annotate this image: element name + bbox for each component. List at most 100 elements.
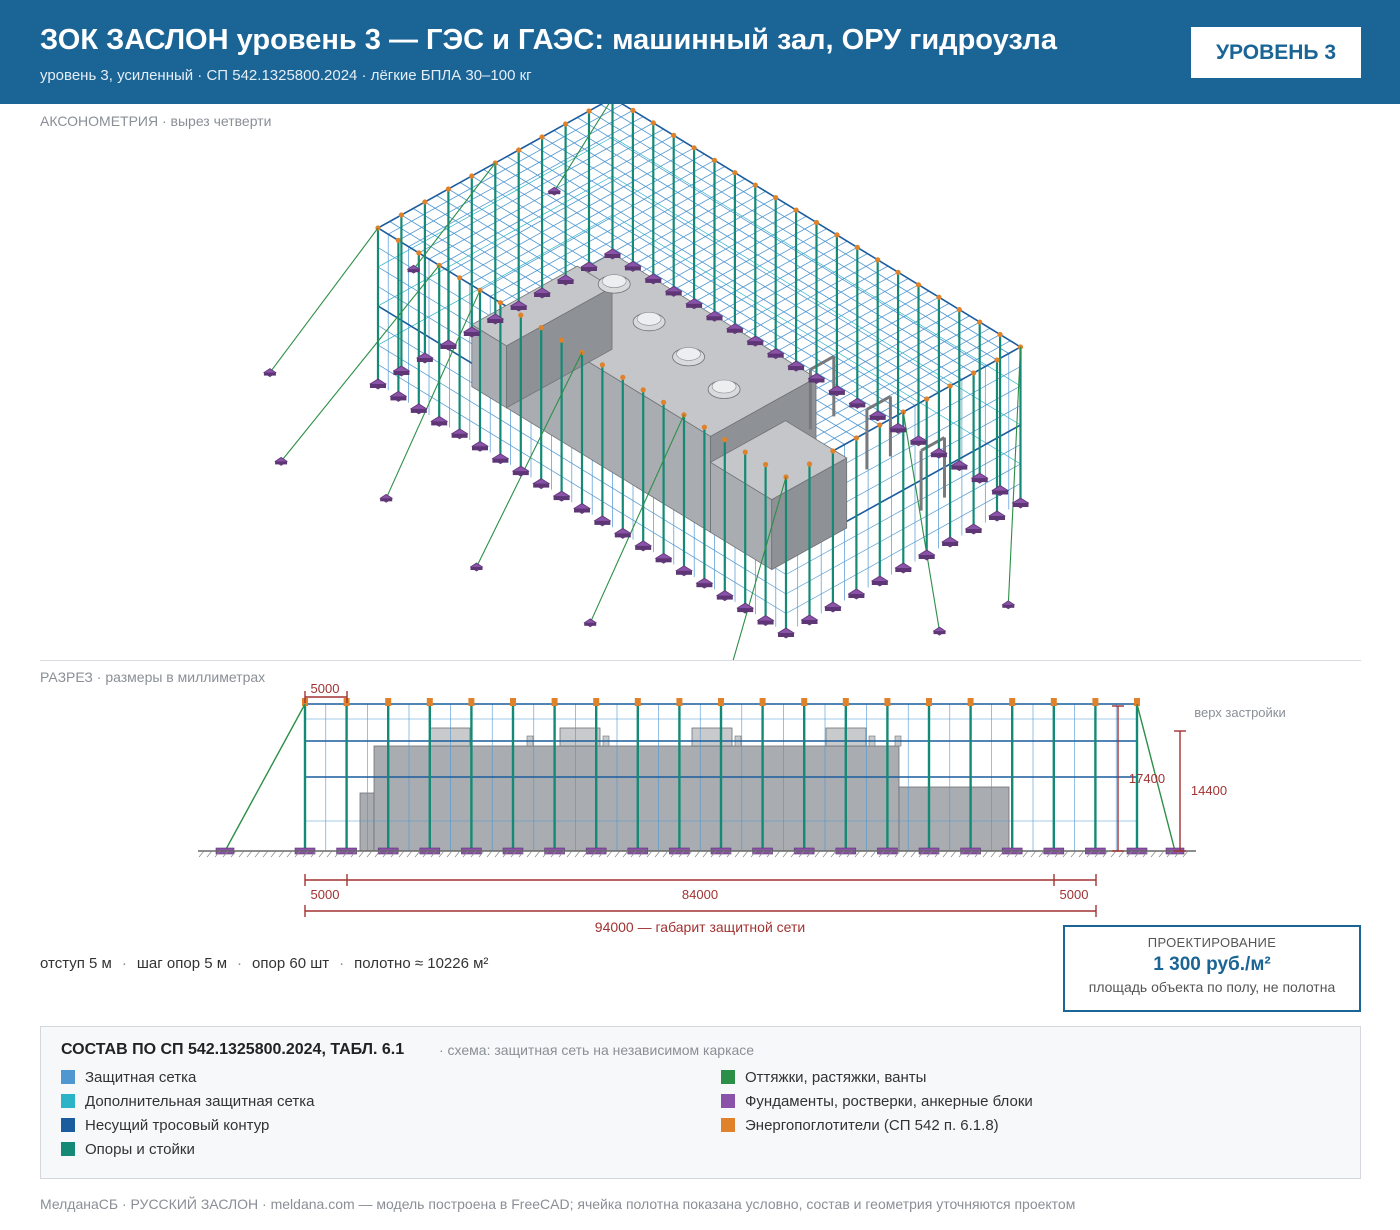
section-absorber (1050, 698, 1057, 706)
foundation-base (665, 291, 682, 296)
foundation-base (778, 633, 794, 637)
guy-wire (269, 227, 379, 373)
section-generator (559, 727, 601, 747)
legend-label: Фундаменты, ростверки, анкерные блоки (745, 1093, 1033, 1110)
energy-absorber (834, 232, 840, 238)
generator-cap (601, 274, 627, 288)
ground-hatch (1070, 850, 1077, 858)
page-title: ЗОК ЗАСЛОН уровень 3 — ГЭС и ГАЭС: машин… (40, 24, 1057, 56)
ground-hatch (638, 850, 645, 858)
energy-absorber (477, 287, 483, 293)
ground-hatch (230, 850, 237, 858)
anchor-base (263, 372, 276, 376)
foundation-base (801, 620, 818, 624)
ground-hatch (238, 850, 245, 858)
legend-item: Несущий тросовый контур (61, 1117, 269, 1135)
ground-hatch (646, 850, 653, 858)
foundation-base (757, 620, 774, 625)
foundation-base (574, 508, 590, 513)
legend-swatch (721, 1070, 735, 1084)
stat-offset: отступ 5 м (40, 955, 112, 972)
ground-hatch (950, 850, 957, 858)
anchor-base (470, 567, 483, 570)
foundation-base (655, 558, 672, 563)
foundation-base (808, 378, 825, 383)
roof-mesh-line (483, 169, 892, 419)
ground-hatch (998, 850, 1005, 858)
ground-hatch (1006, 850, 1013, 858)
ground-hatch (278, 850, 285, 858)
foundation-base (848, 594, 865, 598)
ground-hatch (486, 850, 493, 858)
energy-absorber (661, 399, 667, 405)
legend-swatch (721, 1094, 735, 1108)
ground-hatch (1118, 850, 1125, 858)
ground-hatch (294, 850, 301, 858)
section-absorber (1009, 698, 1016, 706)
roof-mesh-line (553, 130, 963, 380)
foundation-base (510, 306, 527, 310)
foundation-base (512, 471, 529, 476)
ground-hatch (430, 850, 437, 858)
ground-hatch (254, 850, 261, 858)
section-view: 5000 5000 84000 5000 94000 — габарит защ… (198, 681, 1286, 935)
ground-hatch (870, 850, 877, 858)
section-absorber (1092, 698, 1099, 706)
ground-hatch (774, 850, 781, 858)
energy-absorber (650, 120, 656, 126)
dim-net-height: 17400 (1129, 771, 1165, 786)
legend-label: Дополнительная защитная сетка (85, 1093, 315, 1110)
dim-left-offset: 5000 (311, 887, 340, 902)
foundation-base (370, 384, 386, 388)
ground-hatch (1054, 850, 1061, 858)
dim-step-top: 5000 (311, 681, 340, 696)
axonometry-label: АКСОНОМЕТРИЯ · вырез четверти (40, 113, 271, 129)
ground-hatch (334, 850, 341, 858)
foundation-base (895, 568, 912, 572)
foundation-base (534, 293, 551, 297)
foundation-base (965, 529, 982, 533)
ground-hatch (390, 850, 397, 858)
ground-hatch (422, 850, 429, 858)
foundation-base (553, 496, 570, 501)
stat-separator: · (339, 955, 345, 972)
stat-poles: опор 60 шт (252, 955, 330, 972)
dim-build-height: 14400 (1191, 783, 1227, 798)
ground-hatch (1174, 850, 1181, 858)
ground-hatch (462, 850, 469, 858)
foundation-base (614, 533, 631, 538)
energy-absorber (971, 370, 977, 376)
section-building (359, 727, 1010, 852)
foundation-base (871, 581, 888, 585)
foundation-base (747, 341, 764, 346)
price-box: ПРОЕКТИРОВАНИЕ 1 300 руб./м² площадь объ… (1063, 925, 1361, 1012)
ground-hatch (286, 850, 293, 858)
foundation-base (716, 595, 733, 600)
anchor-base (275, 461, 288, 465)
legend-label: Опоры и стойки (85, 1141, 195, 1158)
generator-cap (636, 312, 662, 326)
footer-note: МелданаСБ · РУССКИЙ ЗАСЛОН · meldana.com… (40, 1196, 1076, 1212)
ground-hatch (878, 850, 885, 858)
energy-absorber (445, 186, 451, 192)
stat-separator: · (237, 955, 243, 972)
ground-hatch (478, 850, 485, 858)
energy-absorber (947, 383, 953, 389)
ground-hatch (702, 850, 709, 858)
section-label: РАЗРЕЗ · размеры в миллиметрах (40, 669, 265, 685)
ground-hatch (1014, 850, 1021, 858)
legend-label: Защитная сетка (85, 1069, 197, 1086)
foundation-base (594, 520, 611, 525)
generator-cap (711, 379, 737, 394)
energy-absorber (793, 207, 799, 213)
ground-hatch (1102, 850, 1109, 858)
energy-absorber (395, 237, 401, 243)
roof-mesh-line (600, 104, 1010, 354)
foundation-base (910, 440, 927, 445)
foundation-base (869, 415, 886, 420)
guy-wire (280, 265, 440, 462)
legend-swatch (61, 1094, 75, 1108)
ground-hatch (862, 850, 869, 858)
roof-mesh-line (518, 149, 927, 400)
ground-hatch (670, 850, 677, 858)
